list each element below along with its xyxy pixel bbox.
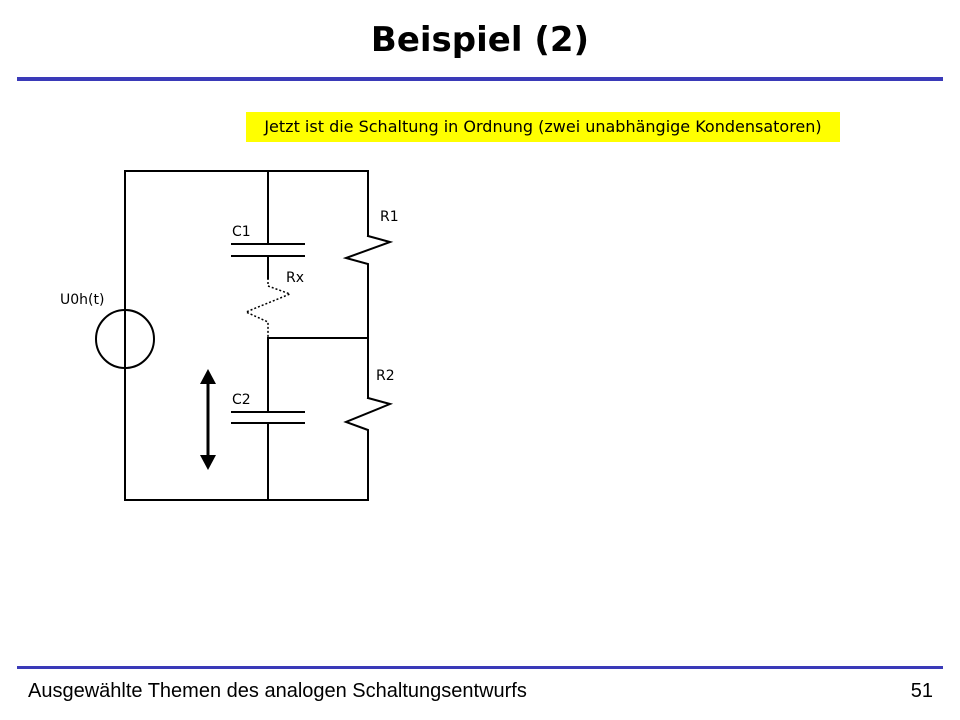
label-c1: C1 <box>232 224 251 240</box>
double-arrow <box>200 369 216 470</box>
footer-divider <box>17 666 943 669</box>
label-r1: R1 <box>380 209 399 225</box>
slide-title: Beispiel (2) <box>370 20 590 60</box>
wire-mid-node <box>267 337 369 399</box>
r2-resistor <box>343 396 394 439</box>
page-number: 51 <box>910 680 933 702</box>
label-c2: C2 <box>232 392 251 408</box>
rx-resistor <box>244 278 293 338</box>
title-divider <box>17 77 943 81</box>
wire-top <box>124 170 369 237</box>
callout-note: Jetzt ist die Schaltung in Ordnung (zwei… <box>246 112 840 142</box>
label-source: U0h(t) <box>60 292 104 308</box>
label-rx: Rx <box>286 270 304 286</box>
r1-resistor <box>342 234 394 339</box>
wire-bottom <box>124 437 369 501</box>
footer-course-title: Ausgewählte Themen des analogen Schaltun… <box>28 680 527 702</box>
label-r2: R2 <box>376 368 395 384</box>
